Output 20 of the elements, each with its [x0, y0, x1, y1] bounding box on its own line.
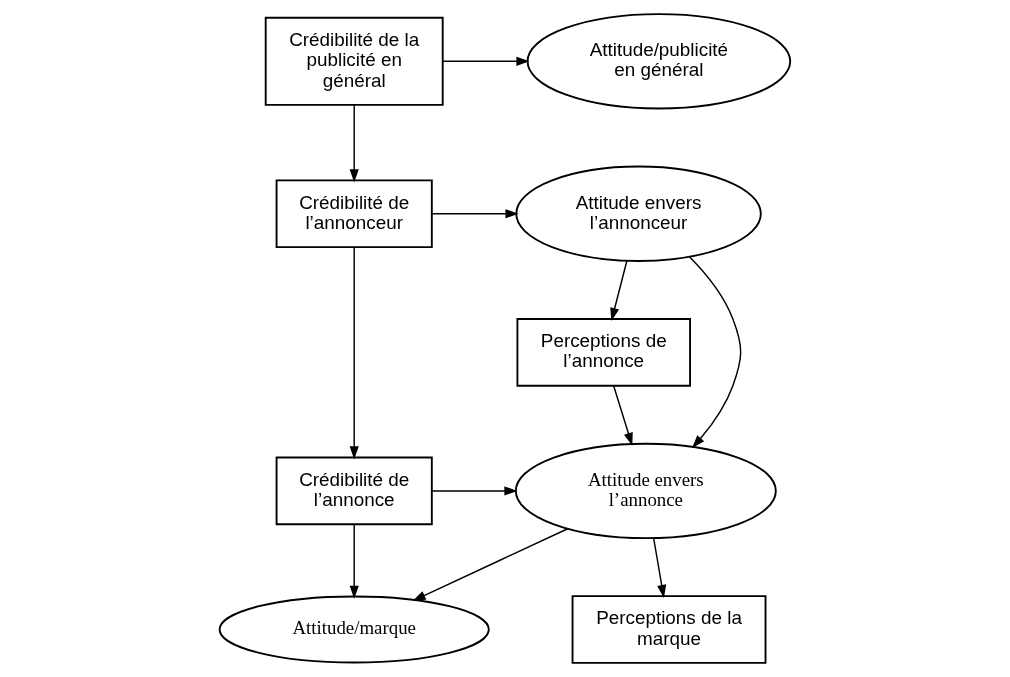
node-ellipse: Attitude/marque: [218, 595, 490, 664]
node-ellipse: Attitude envers l’annonceur: [515, 165, 762, 262]
arrow: [349, 523, 359, 599]
arrow: [442, 56, 530, 66]
arrow: [412, 528, 569, 601]
node-box: Crédibilité de l’annonceur: [275, 179, 433, 249]
arrow: [349, 104, 359, 183]
arrow: [610, 260, 628, 322]
arrow: [431, 209, 519, 219]
node-ellipse: Attitude envers l’annonce: [514, 442, 777, 540]
arrow: [431, 486, 518, 496]
node-ellipse: Attitude/publicité en général: [526, 13, 792, 110]
arrow: [349, 246, 359, 460]
arrow: [613, 385, 633, 446]
node-box: Crédibilité de l’annonce: [275, 456, 433, 526]
node-box: Perceptions de l’annonce: [516, 318, 691, 387]
node-box: Crédibilité de la publicité en général: [264, 16, 444, 106]
arrow: [652, 537, 667, 599]
node-box: Perceptions de la marque: [571, 595, 767, 664]
arrow: [688, 256, 742, 449]
